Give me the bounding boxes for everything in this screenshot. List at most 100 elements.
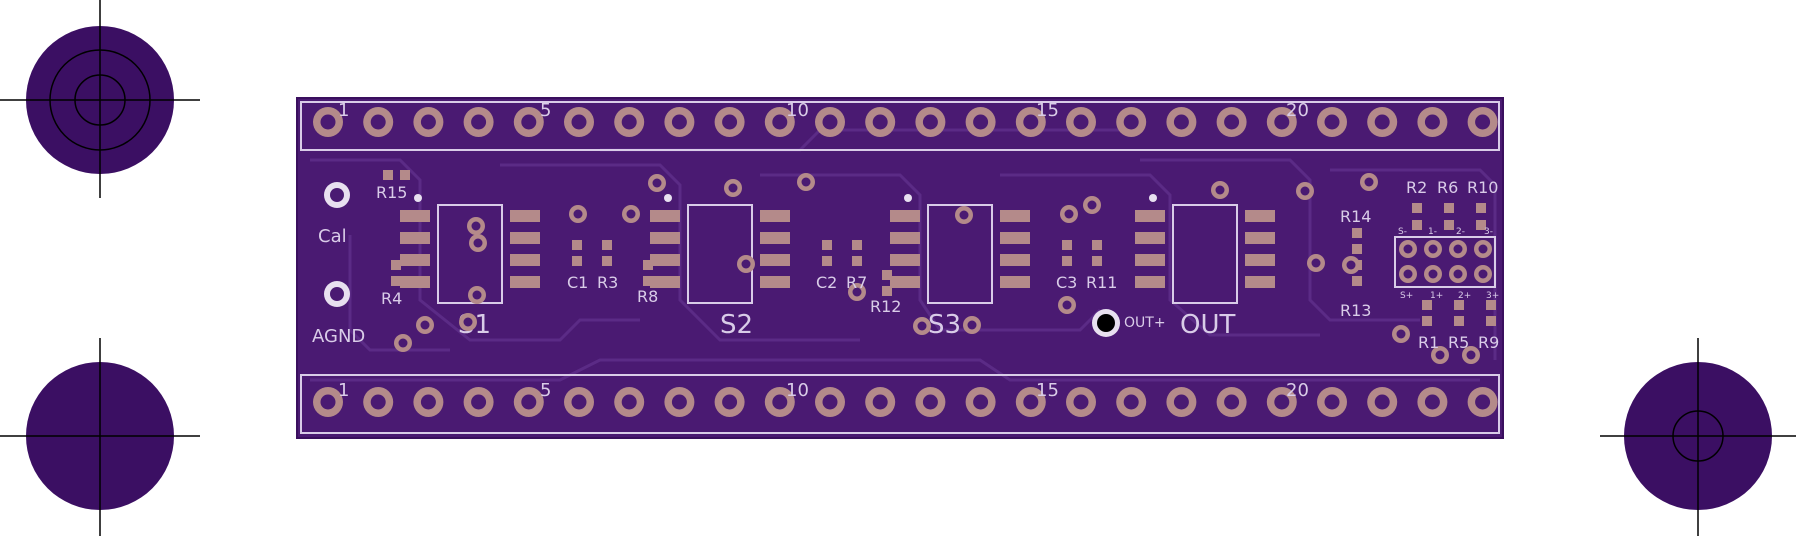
fiducial-top-left xyxy=(0,0,200,198)
header-top-pin xyxy=(764,107,795,137)
header-bottom-pin xyxy=(965,387,996,417)
soic-pad xyxy=(890,276,920,288)
header-top-pin xyxy=(1266,107,1297,137)
via xyxy=(1342,256,1360,274)
test-point-out-plus xyxy=(1092,309,1120,337)
header-bottom-pin xyxy=(815,387,845,417)
soic-pad xyxy=(1245,276,1275,288)
header-bottom-pin xyxy=(865,387,896,417)
via xyxy=(848,283,866,301)
header-top-pin xyxy=(915,107,946,137)
label-r11: R11 xyxy=(1086,273,1117,292)
header-bottom-pin xyxy=(1367,387,1398,417)
soic-pad xyxy=(760,276,790,288)
soic-pad xyxy=(510,232,540,244)
soic-pad xyxy=(1000,210,1030,222)
soic-pad xyxy=(890,232,920,244)
via xyxy=(1392,325,1410,343)
header-top-pin xyxy=(1417,107,1448,137)
fiducial-bottom-right xyxy=(1600,338,1796,536)
header-top-pin xyxy=(1317,107,1347,137)
header-bottom-pin xyxy=(1467,387,1498,417)
via xyxy=(1307,254,1325,272)
connector-pin xyxy=(1424,265,1442,283)
via xyxy=(1060,205,1078,223)
via xyxy=(459,313,477,331)
header-top-pin xyxy=(463,107,494,137)
label-r3: R3 xyxy=(597,273,618,292)
header-bottom-pin xyxy=(1066,387,1096,417)
soic-s3 xyxy=(890,194,1030,304)
soic-pad xyxy=(760,254,790,266)
label-r5: R5 xyxy=(1448,333,1469,352)
label-r10: R10 xyxy=(1467,178,1498,197)
header-top-pin xyxy=(313,107,343,137)
label-r14: R14 xyxy=(1340,207,1371,226)
header-bottom-pin xyxy=(915,387,946,417)
top-pin-marker-1: 1 xyxy=(338,100,349,121)
via xyxy=(737,255,755,273)
soic-pad xyxy=(650,254,680,266)
via xyxy=(394,334,412,352)
test-point-agnd-label: AGND xyxy=(312,326,365,347)
bottom-pin-marker-1: 1 xyxy=(338,380,349,401)
header-top-pin xyxy=(664,107,695,137)
label-c3: C3 xyxy=(1056,273,1077,292)
header-bottom-pin xyxy=(1216,387,1247,417)
connector-2x4: S- 1- 2- 3- S+ 1+ 2+ 3+ xyxy=(1394,227,1499,301)
via xyxy=(724,179,742,197)
bottom-pin-marker-20: 20 xyxy=(1286,380,1309,401)
soic-pad xyxy=(650,210,680,222)
connector-pin xyxy=(1474,265,1492,283)
header-top-pin xyxy=(1166,107,1197,137)
test-point-cal-label: Cal xyxy=(318,226,347,247)
via xyxy=(648,174,666,192)
header-top-pins xyxy=(313,107,1498,137)
header-top-pin xyxy=(363,107,394,137)
via xyxy=(467,217,485,235)
soic-pad xyxy=(510,254,540,266)
label-r8: R8 xyxy=(637,287,658,306)
pin1-dot xyxy=(414,194,422,202)
header-top-pin xyxy=(965,107,996,137)
soic-pad xyxy=(890,254,920,266)
header-top-pin xyxy=(413,107,444,137)
pin1-dot xyxy=(904,194,912,202)
soic-pad xyxy=(890,210,920,222)
connector-label-3-plus: 3+ xyxy=(1486,291,1499,301)
header-bottom-pin xyxy=(363,387,394,417)
label-c2: C2 xyxy=(816,273,837,292)
soic-pad xyxy=(760,232,790,244)
header-bottom-pin xyxy=(1015,387,1046,417)
via xyxy=(1083,196,1101,214)
connector-label-2-minus: 2- xyxy=(1456,227,1465,237)
header-top-outline xyxy=(300,101,1500,151)
soic-pad xyxy=(1245,254,1275,266)
header-top-pin xyxy=(714,107,745,137)
vias xyxy=(394,173,1480,364)
via xyxy=(1058,296,1076,314)
label-r6: R6 xyxy=(1437,178,1458,197)
label-r12: R12 xyxy=(870,297,901,316)
soic-pad xyxy=(400,276,430,288)
header-top-pin xyxy=(1367,107,1398,137)
soic-pad xyxy=(760,210,790,222)
soic-s1 xyxy=(400,194,540,304)
bottom-pin-marker-15: 15 xyxy=(1036,380,1059,401)
soic-pad xyxy=(1000,254,1030,266)
via xyxy=(468,286,486,304)
connector-label-s-plus: S+ xyxy=(1400,291,1413,301)
header-bottom-pins xyxy=(313,387,1498,417)
label-out-plus: OUT+ xyxy=(1124,315,1166,331)
label-r9: R9 xyxy=(1478,333,1499,352)
pin1-dot xyxy=(664,194,672,202)
top-pin-marker-15: 15 xyxy=(1036,100,1059,121)
soic-pad xyxy=(1245,210,1275,222)
header-top-pin xyxy=(865,107,896,137)
soic-pad xyxy=(400,232,430,244)
soic-out xyxy=(1135,194,1275,304)
via xyxy=(913,317,931,335)
header-bottom-pin xyxy=(313,387,343,417)
soic-pad xyxy=(1135,210,1165,222)
header-top-pin xyxy=(513,107,544,137)
